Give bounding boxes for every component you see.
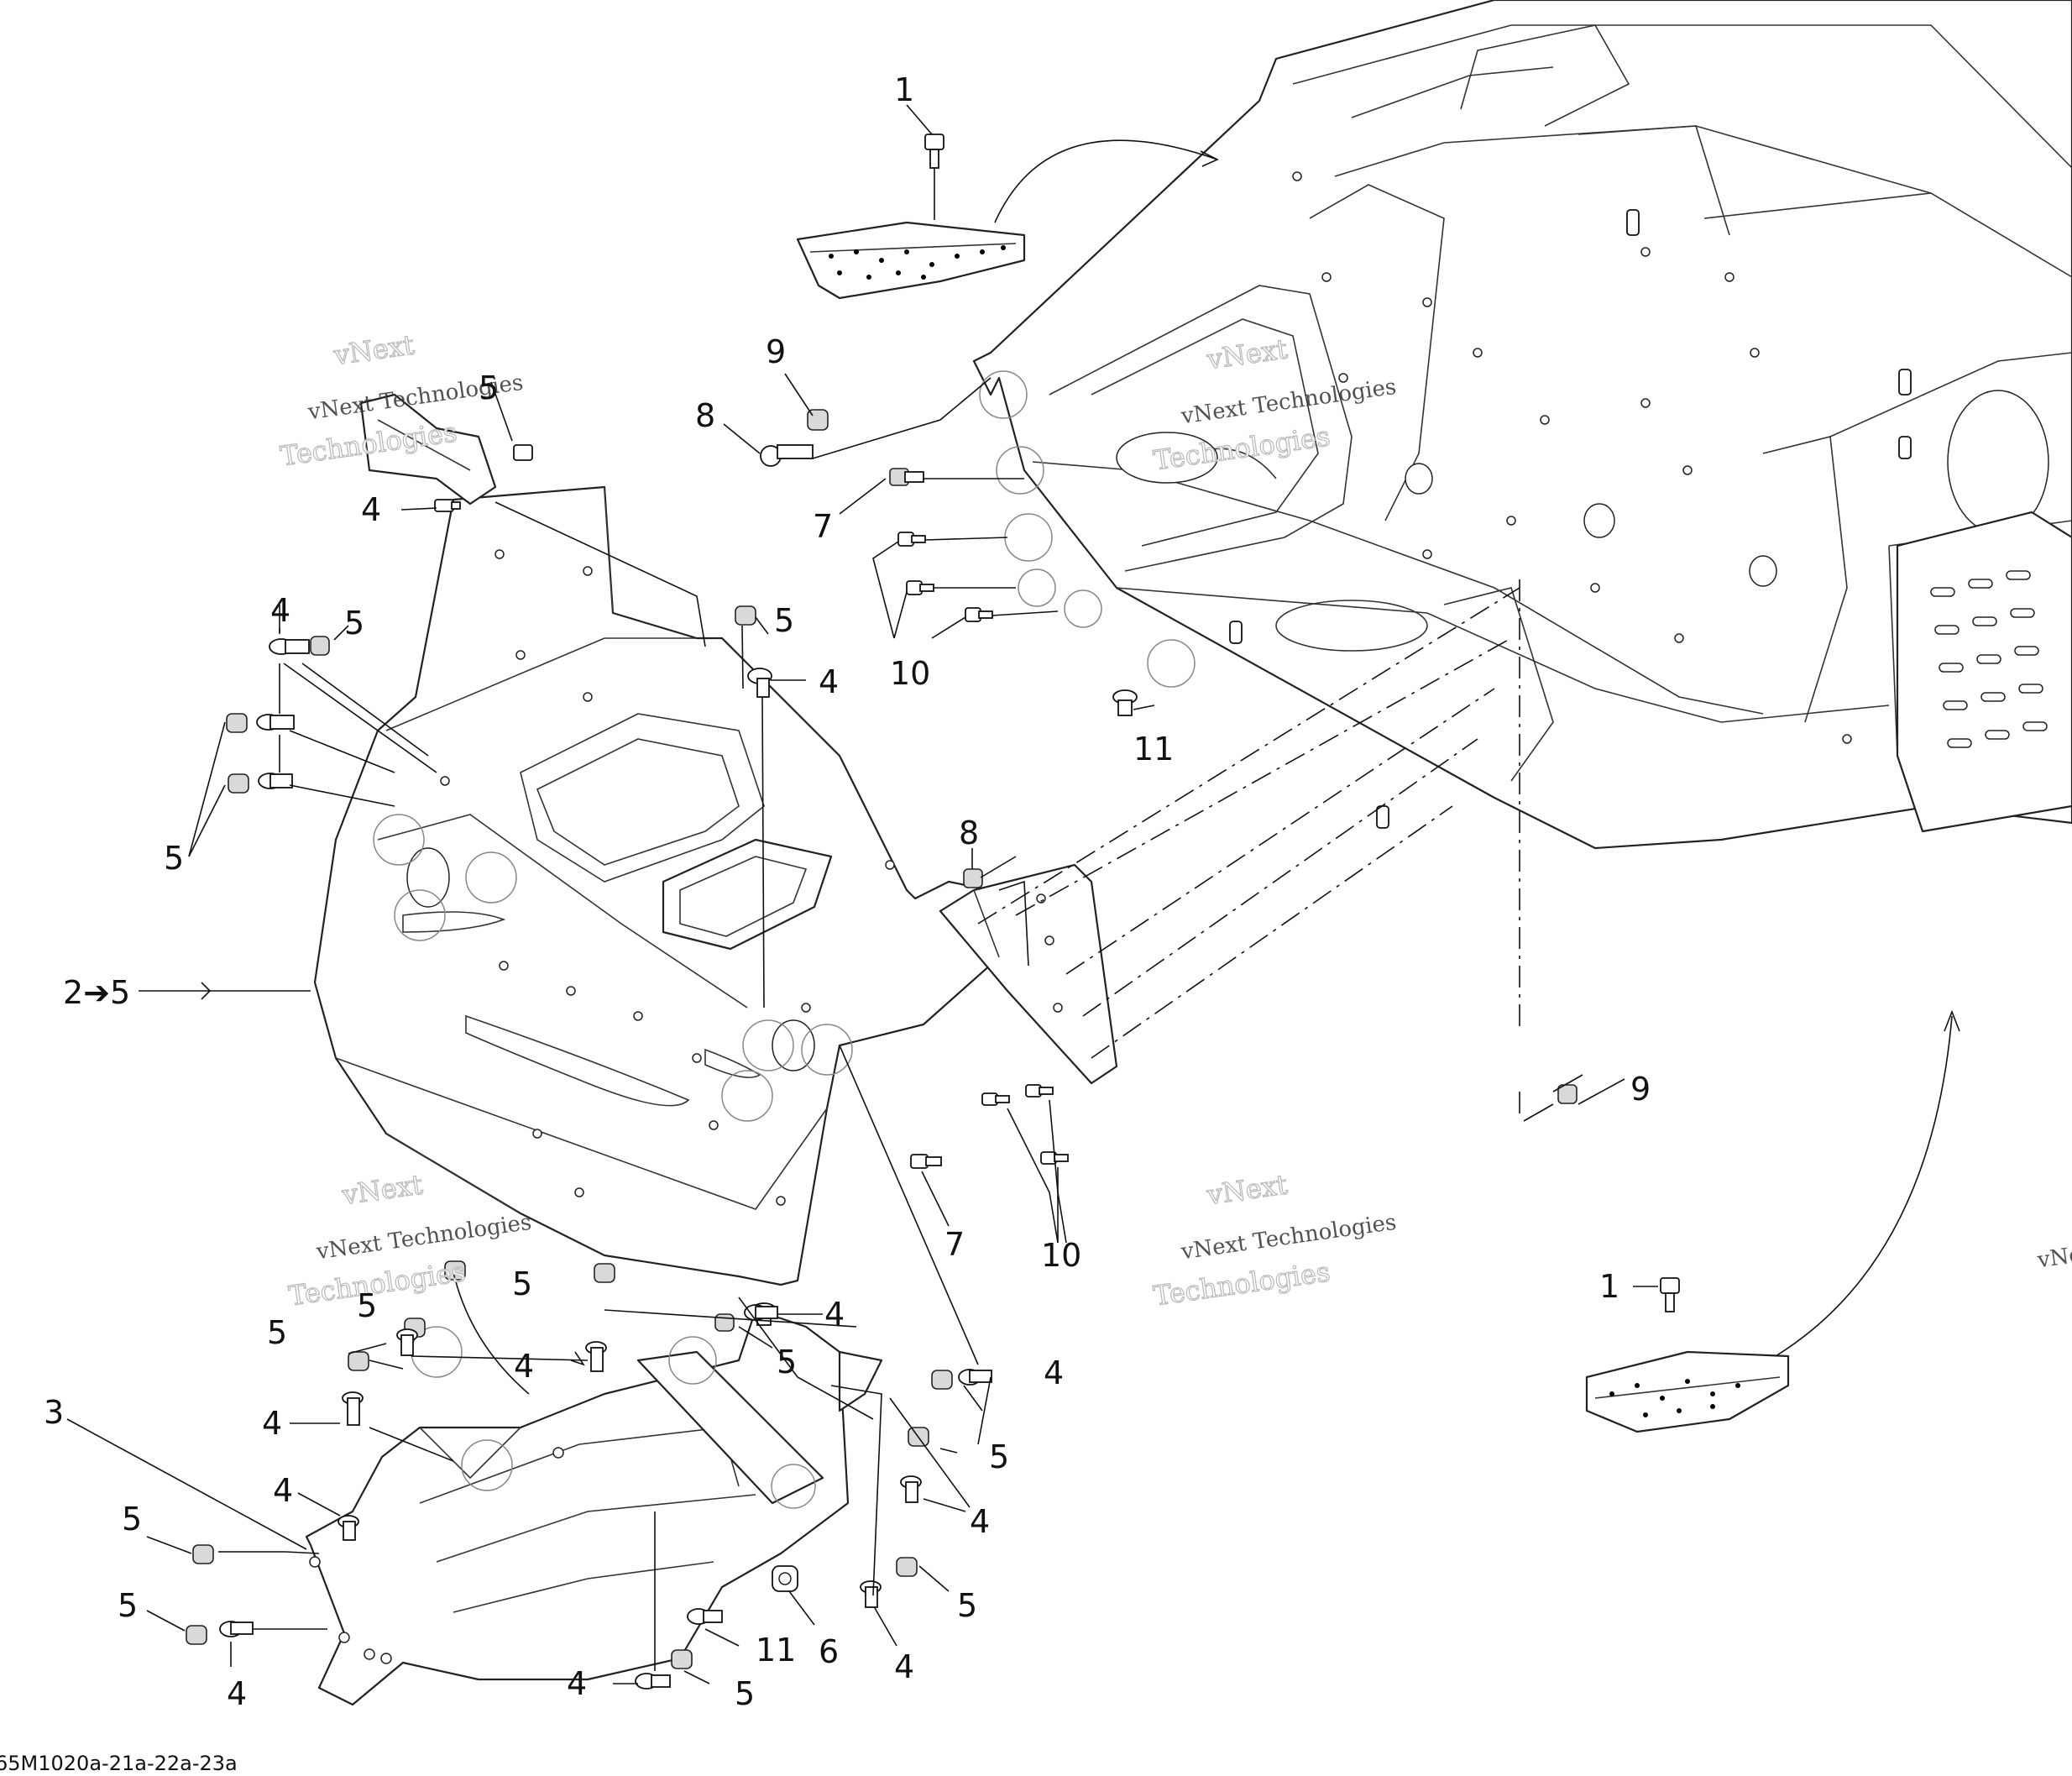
callout-9-a: 9 <box>766 333 786 370</box>
callout-1-bottom: 1 <box>1599 1268 1619 1305</box>
bottom-bracket-assembly <box>1585 1009 1960 1433</box>
svg-text:vNext Technologies: vNext Technologies <box>314 1210 533 1265</box>
callout-5-b: 5 <box>344 605 364 642</box>
callout-4-c: 4 <box>819 663 839 700</box>
callout-5-d: 5 <box>774 602 794 639</box>
bolt-1-top <box>924 134 944 169</box>
grille-slots <box>1930 570 2048 748</box>
watermark-4: vNext vNext Technologies Technologies <box>1151 1168 1398 1312</box>
callout-3: 3 <box>44 1394 64 1431</box>
callout-1-top: 1 <box>894 71 914 108</box>
callout-4-b: 4 <box>270 592 290 629</box>
bolt-1-bottom <box>1660 1277 1680 1312</box>
svg-text:vNext: vNext <box>1204 1168 1289 1211</box>
svg-text:vNext Technologies: vNext Technologies <box>2035 1218 2072 1274</box>
callout-4-h: 4 <box>273 1472 293 1509</box>
callout-4-j: 4 <box>894 1648 914 1685</box>
frame-holes <box>1292 171 1852 744</box>
bulkhead-holes <box>440 549 1063 1206</box>
callout-5-j: 5 <box>122 1501 142 1538</box>
front-bulkhead <box>313 485 1118 1286</box>
leader-lines <box>66 104 1658 1684</box>
bracket-texture-b <box>1609 1379 1740 1417</box>
callout-5-i: 5 <box>989 1438 1009 1475</box>
callout-4-e: 4 <box>1044 1354 1064 1391</box>
callout-5-h: 5 <box>777 1344 797 1380</box>
callout-7-a: 7 <box>813 508 833 545</box>
callout-11-b: 11 <box>756 1632 796 1669</box>
svg-text:Technologies: Technologies <box>1152 1255 1332 1312</box>
callout-8-b: 8 <box>959 815 979 851</box>
callout-11-a: 11 <box>1133 731 1174 768</box>
callout-5-c: 5 <box>164 840 184 877</box>
callout-5-l: 5 <box>957 1587 977 1624</box>
callout-4-g: 4 <box>262 1405 282 1442</box>
bulkhead-detail-circles <box>373 814 853 1122</box>
callout-4-l: 4 <box>227 1675 247 1712</box>
svg-text:vNext: vNext <box>331 328 416 371</box>
callout-5-e: 5 <box>512 1265 532 1302</box>
callout-8-a: 8 <box>695 397 715 434</box>
svg-text:vNext Technologies: vNext Technologies <box>1179 1210 1398 1265</box>
chassis-frame <box>972 0 2072 850</box>
drawing-code: 65M1020a-21a-22a-23a <box>0 1752 238 1775</box>
fasteners <box>186 409 1578 1690</box>
callout-5-f: 5 <box>357 1287 377 1324</box>
callout-5-m: 5 <box>735 1675 755 1712</box>
lower-bracket-holes <box>309 1447 564 1664</box>
callout-7-b: 7 <box>944 1226 965 1263</box>
callout-4-i: 4 <box>970 1503 990 1540</box>
watermark-5: vNext Technologies <box>2035 1218 2072 1274</box>
callout-5-k: 5 <box>118 1587 138 1624</box>
svg-text:vNext: vNext <box>339 1168 424 1211</box>
top-bracket-assembly <box>796 134 1219 300</box>
callout-5-g: 5 <box>267 1314 287 1351</box>
bracket-texture <box>829 245 1006 280</box>
callout-2-range: 2➔5 <box>63 974 130 1011</box>
lower-bracket <box>305 1308 883 1706</box>
callout-4-a: 4 <box>361 491 381 528</box>
callout-6: 6 <box>819 1633 839 1670</box>
callout-9-b: 9 <box>1630 1071 1651 1108</box>
small-bracket-top-left <box>359 393 533 512</box>
callout-4-k: 4 <box>567 1665 587 1702</box>
callout-4-d: 4 <box>824 1296 845 1333</box>
callout-10-a: 10 <box>890 655 930 692</box>
callout-labels: 1 1 2➔5 3 4 4 4 4 4 4 4 4 4 4 4 4 5 5 5 … <box>44 71 1651 1712</box>
arrow-marker <box>201 982 212 1000</box>
callout-4-f: 4 <box>514 1348 534 1385</box>
callout-5-a: 5 <box>479 369 499 406</box>
callout-10-b: 10 <box>1041 1237 1081 1274</box>
